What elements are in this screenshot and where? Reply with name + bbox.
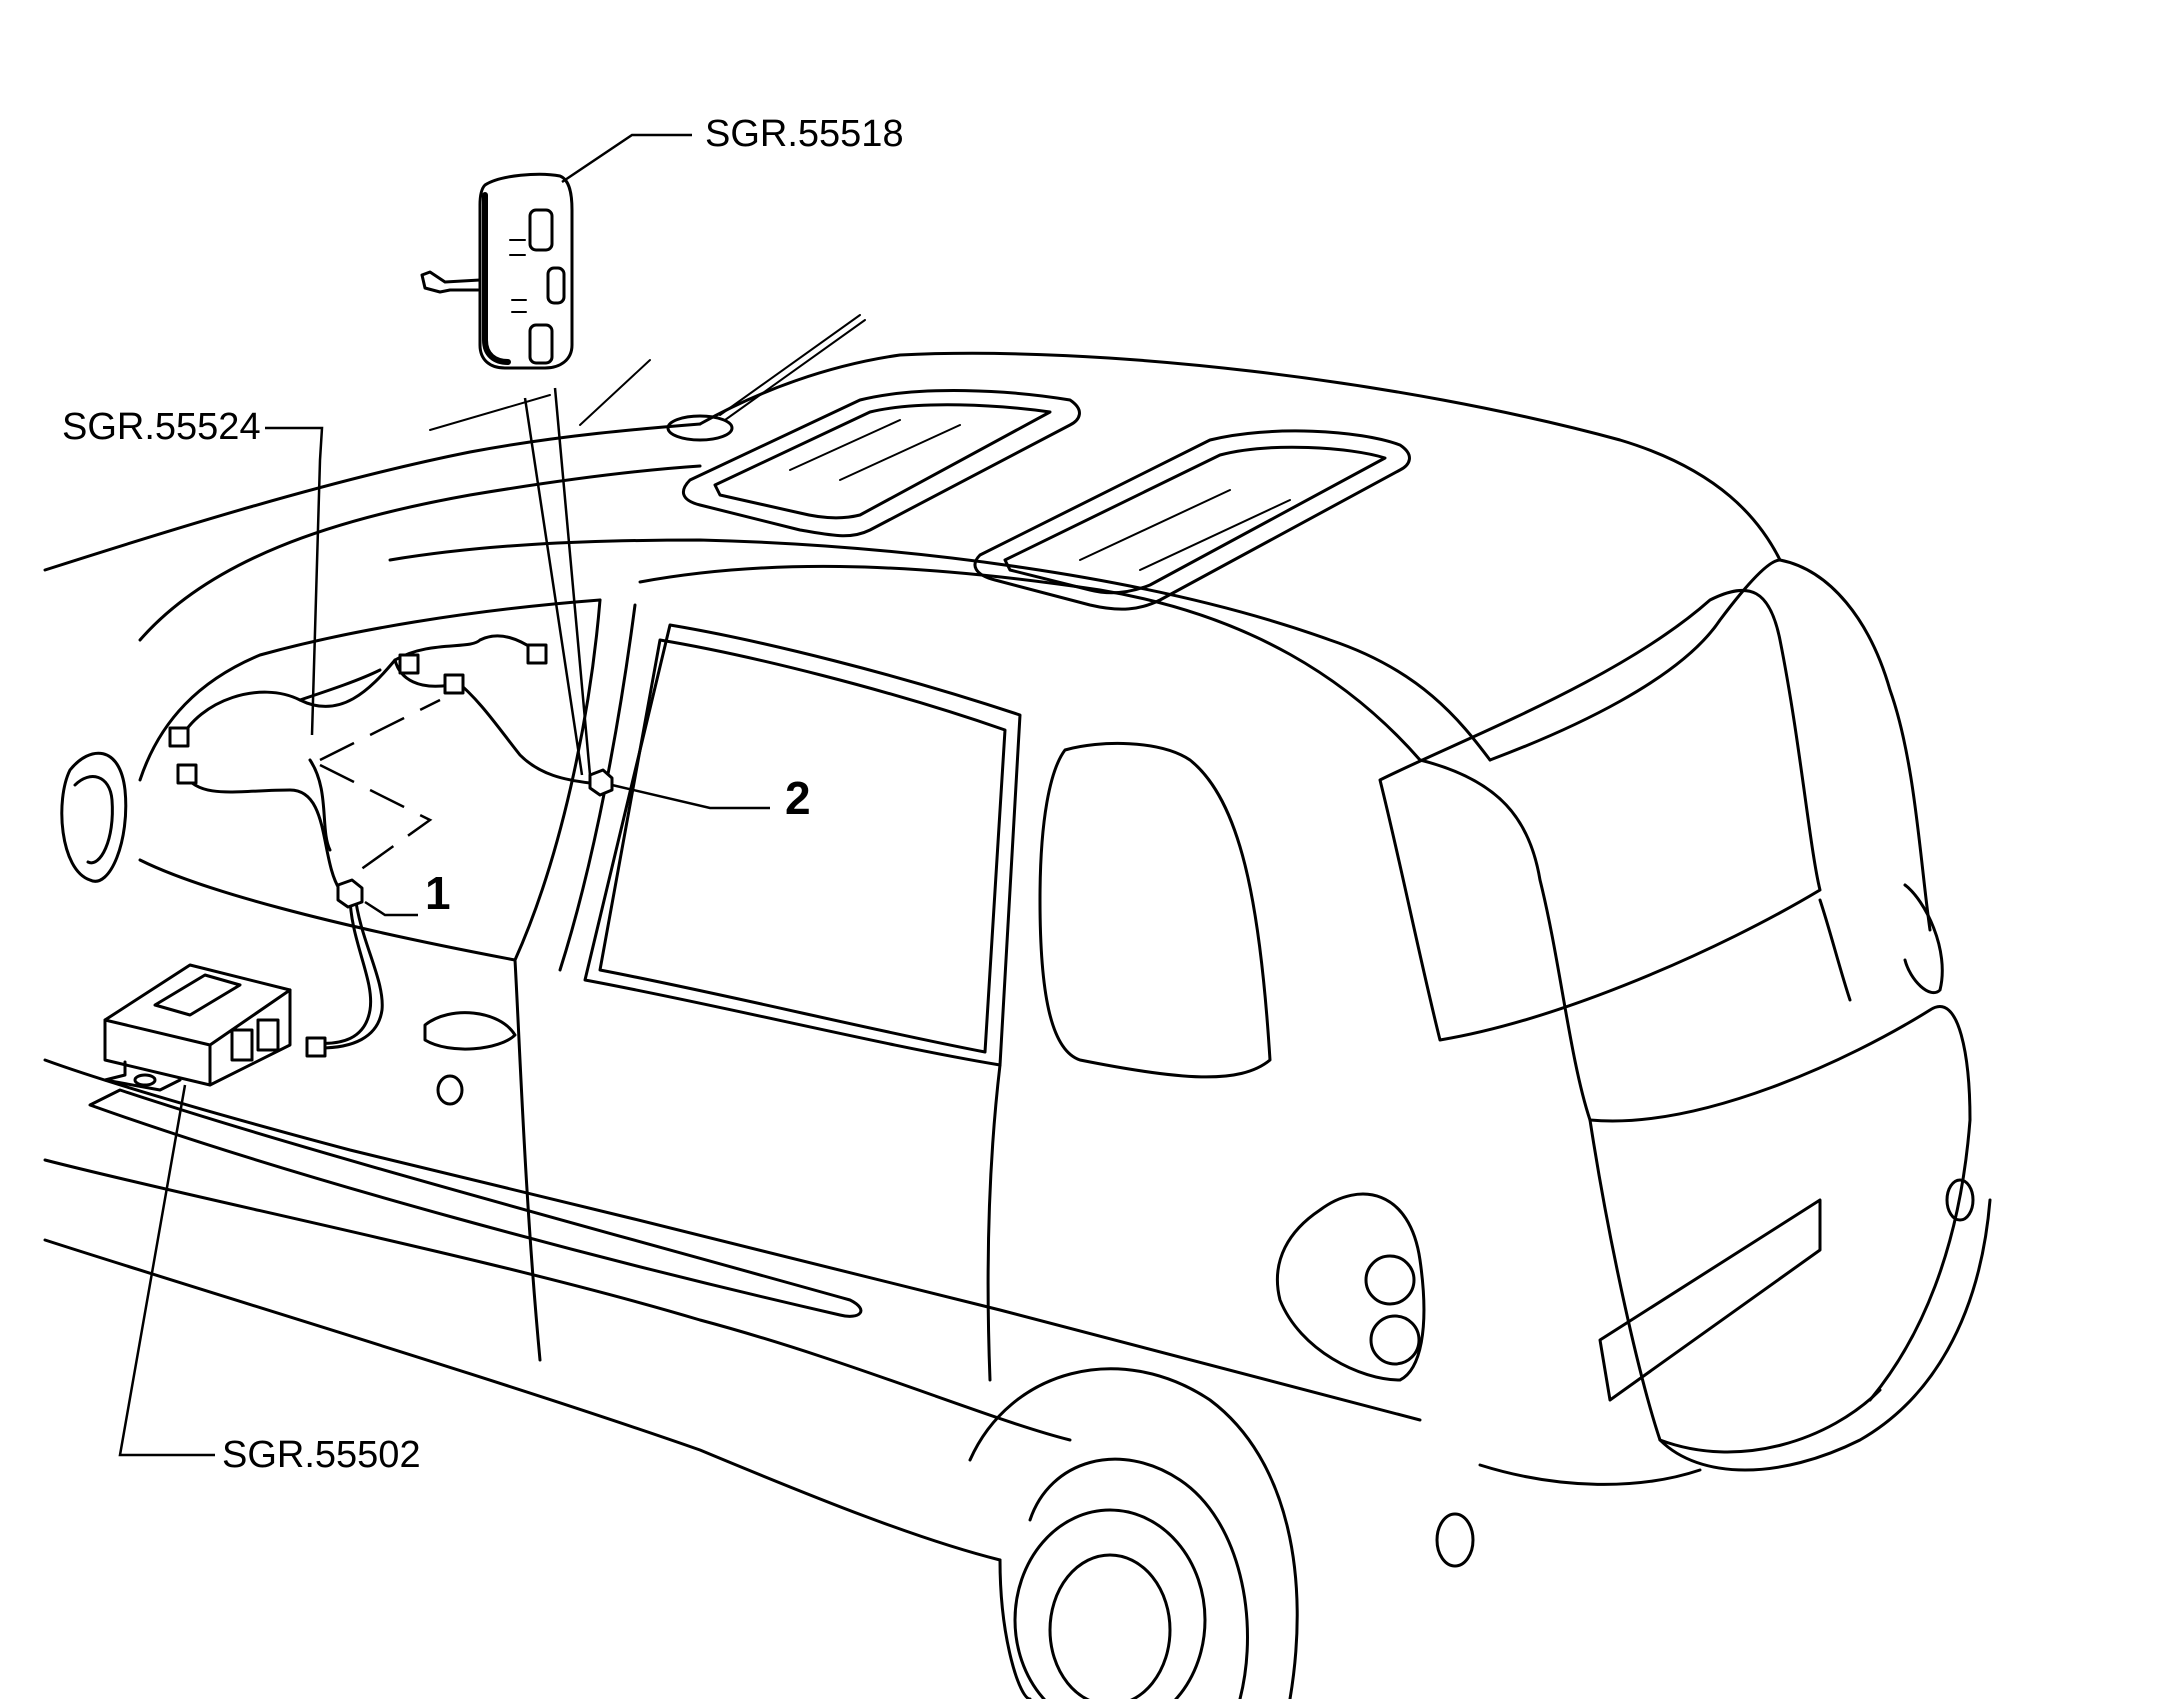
location-guide-dashes (319, 698, 441, 872)
callout-connector-1: 1 (425, 867, 451, 919)
callout-wiring-harness: SGR.55524 (62, 406, 261, 448)
callout-switch-panel: SGR.55518 (705, 113, 904, 155)
roof-switch-panel-icon (420, 172, 574, 370)
minivan-outline-icon (43, 314, 1992, 1704)
leader-lines (118, 133, 770, 1457)
connector-1-icon (336, 878, 364, 909)
callout-control-unit: SGR.55502 (222, 1434, 421, 1476)
wiring-harness-icon (168, 634, 592, 1058)
callout-connector-2: 2 (785, 772, 811, 824)
control-module-icon (103, 963, 292, 1092)
connector-2-icon (588, 768, 614, 797)
